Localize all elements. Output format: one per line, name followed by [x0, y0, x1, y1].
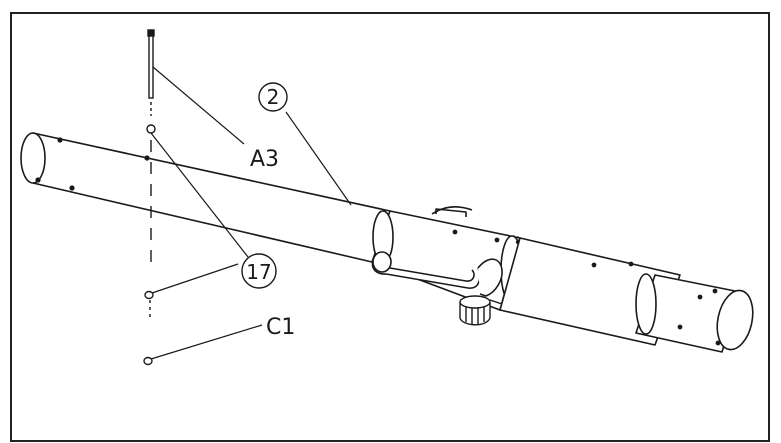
exploded-hardware — [143, 29, 156, 366]
callout-17: 17 — [241, 253, 277, 289]
cap-nut-c1 — [143, 356, 153, 366]
right-tube — [499, 237, 754, 353]
leader-lines — [150, 66, 352, 360]
main-tube — [20, 132, 391, 263]
label-part-c1: C1 — [266, 315, 295, 340]
label-part-2: 2 — [267, 85, 280, 109]
label-part-a3: A3 — [250, 147, 279, 172]
u-handle — [371, 251, 503, 297]
washer-17-top — [146, 124, 156, 134]
tube-left-end — [20, 132, 46, 184]
bolt-a3 — [147, 29, 155, 99]
label-part-17: 17 — [246, 260, 271, 284]
figure-frame — [10, 12, 770, 442]
washer-17-bottom — [144, 290, 154, 300]
callout-2: 2 — [258, 82, 288, 112]
